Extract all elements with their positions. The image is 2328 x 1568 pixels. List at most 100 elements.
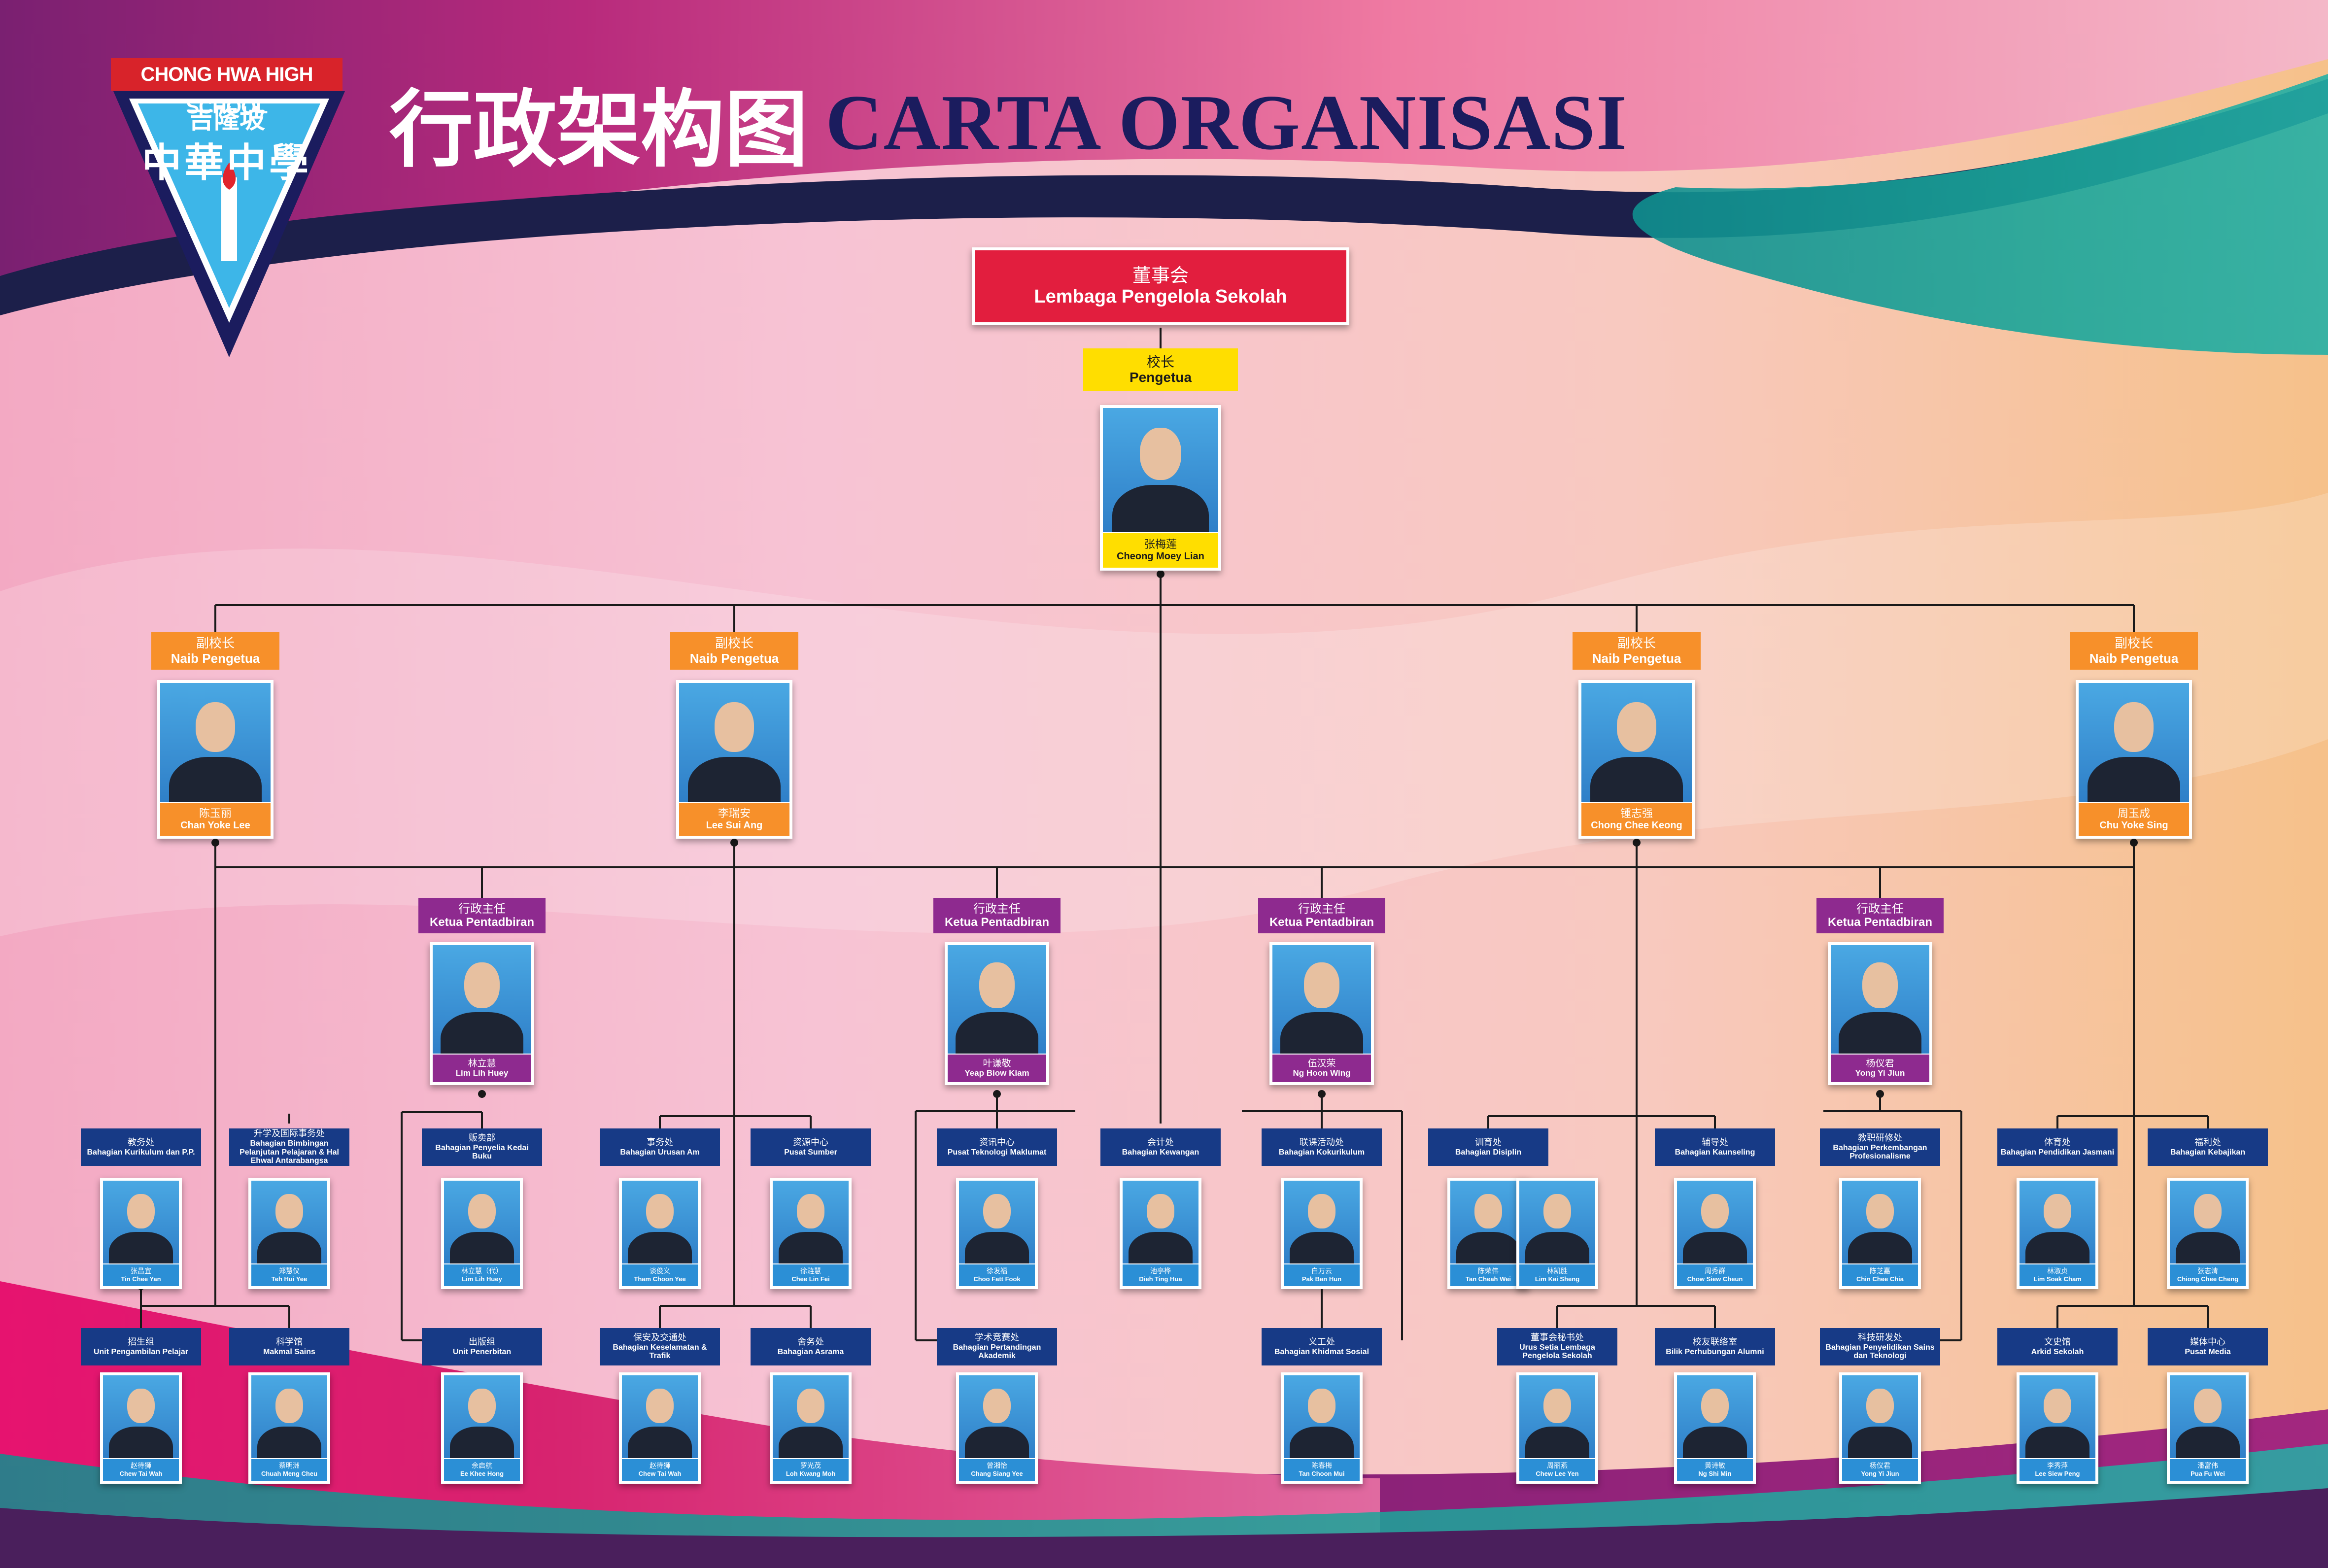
units-row1-12-photo bbox=[1842, 1181, 1918, 1263]
units-row2-3-photo bbox=[444, 1375, 520, 1458]
units-row1-8-name-zh: 白万云 bbox=[1311, 1267, 1332, 1276]
title-chinese: 行政架构图 bbox=[389, 80, 809, 179]
units-row1-6-role-zh: 资讯中心 bbox=[979, 1137, 1015, 1148]
units-row2-7-role-ms: Bahagian Khidmat Sosial bbox=[1274, 1347, 1369, 1356]
units-row1-12-name-ms: Chin Chee Chia bbox=[1856, 1275, 1904, 1283]
units-row2-12-role-ms: Pusat Media bbox=[2185, 1347, 2231, 1356]
units-row2-9-role-zh: 校友联络室 bbox=[1693, 1336, 1737, 1347]
principal-caption: 张梅莲 Cheong Moey Lian bbox=[1103, 533, 1218, 568]
units-row2-9-role-ms: Bilik Perhubungan Alumni bbox=[1666, 1347, 1764, 1356]
units-row2-4-name-ms: Chew Tai Wah bbox=[638, 1469, 682, 1477]
vice-principal-2-role-zh: 副校长 bbox=[715, 636, 753, 651]
units-row2-5-role-ms: Bahagian Asrama bbox=[777, 1347, 844, 1356]
units-row1-7-role-zh: 会计处 bbox=[1147, 1137, 1174, 1148]
units-row1-10-photo bbox=[1519, 1181, 1595, 1263]
units-row2-3-role-ms: Unit Penerbitan bbox=[452, 1347, 512, 1356]
units-row2-7-photo bbox=[1284, 1375, 1360, 1458]
units-row2-7-role-zh: 义工处 bbox=[1308, 1336, 1335, 1347]
vice-principal-2-photo bbox=[679, 683, 789, 802]
units-row2-11-photo bbox=[2020, 1375, 2095, 1458]
units-row1-11-role-ms: Bahagian Kaunseling bbox=[1675, 1148, 1755, 1157]
school-name-cn-top: 吉隆坡 bbox=[188, 105, 265, 135]
board-box: 董事会 Lembaga Pengelola Sekolah bbox=[972, 247, 1349, 325]
units-row2-3-role-zh: 出版组 bbox=[469, 1336, 495, 1347]
units-row1-3-role-zh: 贩卖部 bbox=[469, 1133, 495, 1144]
units-row2-6-name-zh: 曾湘怡 bbox=[987, 1462, 1007, 1470]
units-row2-8-photo bbox=[1519, 1375, 1595, 1458]
units-row2-7-name-ms: Tan Choon Mui bbox=[1299, 1469, 1345, 1477]
units-row2-5-role-zh: 舍务处 bbox=[797, 1336, 824, 1347]
units-row1-11-name-ms: Chow Siew Cheun bbox=[1687, 1275, 1743, 1283]
school-logo: CHONG HWA HIGH SCHOOL 吉隆坡 中華中學 bbox=[111, 58, 345, 359]
vice-principal-4-name-ms: Chu Yoke Sing bbox=[2099, 820, 2168, 831]
units-row1-4-name-ms: Tham Choon Yee bbox=[634, 1275, 686, 1283]
units-row2-9-name-ms: Ng Shi Min bbox=[1698, 1469, 1732, 1477]
units-row1-3-photo bbox=[444, 1181, 520, 1263]
units-row1-4-role-ms: Bahagian Urusan Am bbox=[620, 1148, 700, 1157]
units-row1-8-role-zh: 联课活动处 bbox=[1300, 1137, 1344, 1148]
units-row2-5-name-zh: 罗光茂 bbox=[800, 1462, 821, 1470]
vice-principal-3-photo bbox=[1581, 683, 1692, 802]
principal-role: 校长 Pengetua bbox=[1083, 348, 1238, 391]
units-row1-6-name-ms: Choo Fatt Fook bbox=[973, 1275, 1021, 1283]
units-row1-8-role-ms: Bahagian Kokurikulum bbox=[1278, 1148, 1365, 1157]
units-row2-9-photo bbox=[1677, 1375, 1753, 1458]
units-row1-9-name-zh: 陈荣伟 bbox=[1478, 1267, 1499, 1276]
units-row1-6-role-ms: Pusat Teknologi Maklumat bbox=[947, 1148, 1047, 1157]
admin-head-2-name-ms: Yeap Biow Kiam bbox=[964, 1068, 1029, 1078]
units-row2-2-role-zh: 科学馆 bbox=[276, 1336, 303, 1347]
units-row1-1-photo bbox=[103, 1181, 179, 1263]
units-row2-8-name-zh: 周丽燕 bbox=[1547, 1462, 1568, 1470]
units-row2-1-role-zh: 招生组 bbox=[128, 1336, 154, 1347]
units-row1-10-name-zh: 林凯胜 bbox=[1547, 1267, 1568, 1276]
vice-principal-1-role-ms: Naib Pengetua bbox=[171, 650, 260, 666]
units-row2-10-role-ms: Bahagian Penyelidikan Sains dan Teknolog… bbox=[1825, 1343, 1935, 1361]
vice-principal-3-name-zh: 锺志强 bbox=[1620, 807, 1653, 820]
principal-role-zh: 校长 bbox=[1146, 353, 1174, 370]
page-title: 行政架构图 CARTA ORGANISASI bbox=[389, 62, 1628, 183]
units-row1-5-role-ms: Pusat Sumber bbox=[784, 1148, 837, 1157]
units-row1-11-role-zh: 辅导处 bbox=[1702, 1137, 1728, 1148]
units-row1-8-name-ms: Pak Ban Hun bbox=[1301, 1275, 1342, 1283]
units-row1-9-photo bbox=[1450, 1181, 1526, 1263]
